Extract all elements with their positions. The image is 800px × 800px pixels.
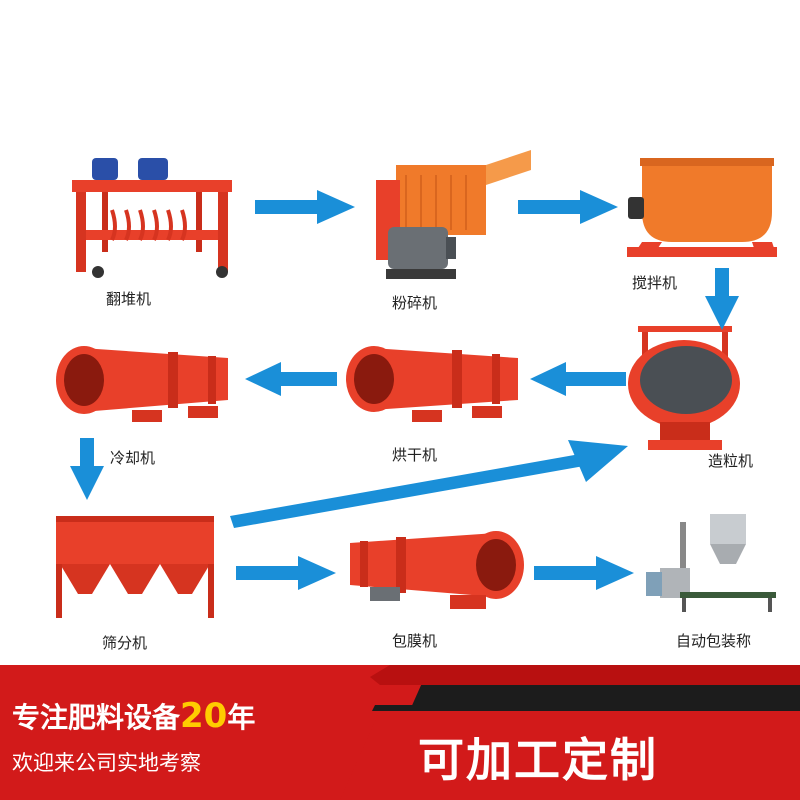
crusher-machine-image (366, 145, 536, 285)
custom-processing-cta: 可加工定制 (418, 733, 658, 787)
granulator-machine-image (622, 322, 747, 457)
slogan-sub: 欢迎来公司实地考察 (12, 751, 201, 775)
arrow-cooler-to-screener (70, 438, 104, 500)
screener-machine-image (52, 512, 218, 622)
arrow-screener-to-granulator-return (230, 440, 628, 528)
cooler-machine-image (52, 330, 238, 430)
arrow-mixer-to-granulator (705, 268, 739, 330)
arrow-dryer-to-cooler (245, 362, 337, 396)
mixer-machine-image (622, 152, 782, 267)
turner-label: 翻堆机 (106, 290, 152, 308)
dryer-label: 烘干机 (392, 446, 438, 464)
screener-label: 筛分机 (102, 634, 148, 652)
arrow-coater-to-packer (534, 556, 634, 590)
coater-machine-image (340, 515, 526, 615)
arrow-screener-to-coater (236, 556, 336, 590)
banner-background (0, 665, 800, 800)
arrow-turner-to-crusher (255, 190, 355, 224)
arrow-granulator-to-dryer (530, 362, 626, 396)
slogan-prefix: 专注肥料设备 (12, 701, 181, 734)
granulator-label: 造粒机 (708, 452, 754, 470)
coater-label: 包膜机 (392, 632, 438, 650)
dryer-machine-image (342, 328, 528, 428)
slogan-main: 专注肥料设备20年 (12, 696, 255, 736)
promo-banner (0, 665, 800, 800)
turner-machine-image (62, 150, 242, 280)
arrow-crusher-to-mixer (518, 190, 618, 224)
slogan-suffix: 年 (227, 701, 256, 734)
slogan-years-number: 20 (180, 696, 228, 736)
packer-machine-image (640, 508, 780, 618)
crusher-label: 粉碎机 (392, 294, 438, 312)
process-flow-diagram: 翻堆机 粉碎机 搅拌机 (52, 145, 782, 652)
packer-label: 自动包装称 (676, 632, 752, 650)
cooler-label: 冷却机 (110, 449, 156, 467)
mixer-label: 搅拌机 (632, 274, 678, 292)
